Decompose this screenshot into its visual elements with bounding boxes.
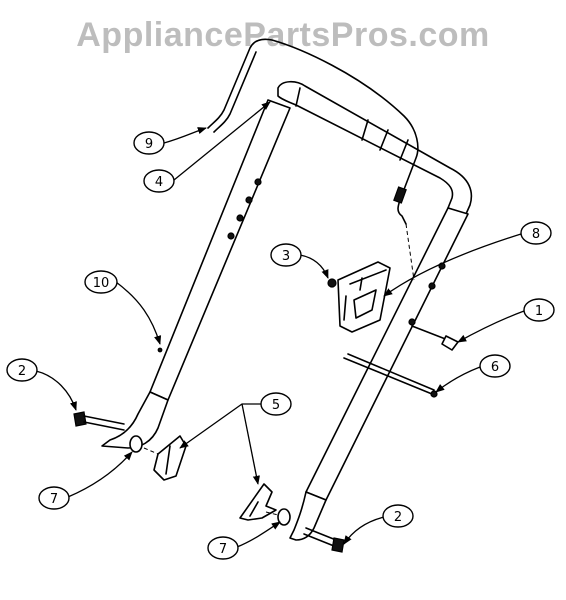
callout-8: 8 (383, 221, 552, 297)
callout-1: 1 (457, 298, 555, 343)
watermark-text: AppliancePartsPros.com (76, 16, 489, 54)
bolt-left (73, 411, 125, 431)
svg-text:7: 7 (50, 492, 58, 507)
svg-text:8: 8 (532, 227, 540, 242)
callout-5: 5 (179, 392, 292, 485)
bracket (337, 261, 391, 333)
svg-text:5: 5 (272, 398, 280, 413)
pin (343, 353, 438, 398)
callout-4: 4 (143, 101, 271, 193)
svg-text:3: 3 (282, 249, 290, 264)
knob-right (239, 483, 283, 521)
svg-text:10: 10 (93, 276, 110, 291)
screw (411, 325, 459, 351)
svg-text:2: 2 (394, 510, 402, 525)
svg-text:6: 6 (491, 360, 499, 375)
nut (327, 278, 337, 288)
knob-left (143, 435, 187, 481)
callout-7-right: 7 (207, 521, 281, 560)
svg-text:7: 7 (219, 542, 227, 557)
control-rod (207, 38, 419, 281)
callout-2-right: 2 (343, 504, 414, 545)
callout-3: 3 (270, 243, 329, 279)
svg-text:1: 1 (535, 304, 543, 319)
callout-9: 9 (133, 127, 207, 155)
bolt-right (303, 527, 345, 553)
upper-handle (101, 80, 473, 541)
svg-text:9: 9 (145, 137, 153, 152)
washer-right (277, 508, 291, 526)
svg-text:2: 2 (18, 364, 26, 379)
callout-6: 6 (435, 354, 511, 393)
callout-10: 10 (84, 270, 162, 345)
svg-text:4: 4 (155, 175, 163, 190)
washer-left (129, 435, 143, 453)
callout-2-left: 2 (6, 358, 77, 411)
callout-7-left: 7 (38, 451, 133, 510)
